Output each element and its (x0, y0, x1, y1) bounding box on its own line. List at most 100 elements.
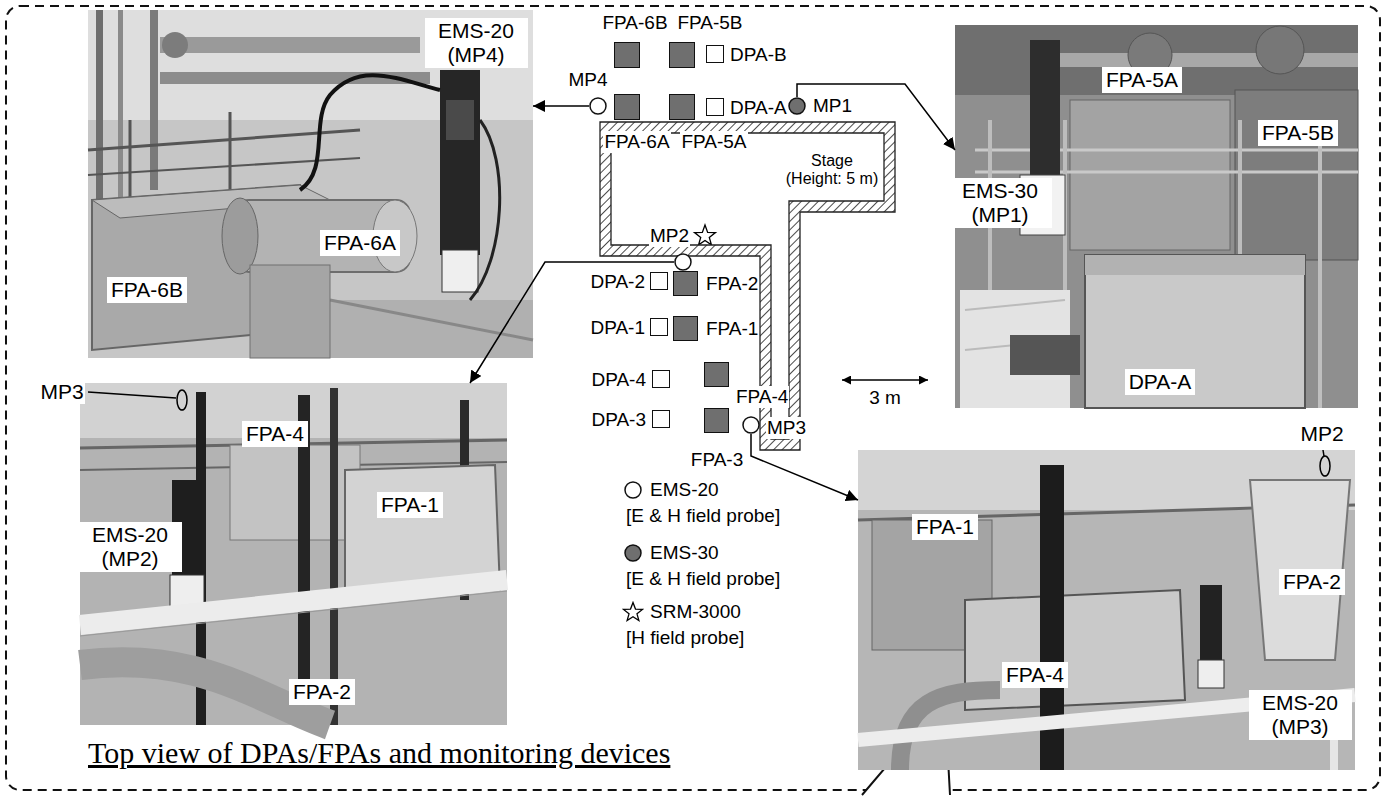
photo-label: FPA-2 (1279, 569, 1345, 595)
photo-panel: MP3FPA-4EMS-20 (MP2)FPA-1FPA-2 (80, 383, 507, 725)
photo-fpa12 (88, 392, 176, 398)
unit-label: FPA-5B (676, 12, 743, 34)
unit-label: DPA-2 (589, 271, 646, 293)
legend-symbol (622, 479, 644, 501)
unit-label: FPA-6B (601, 12, 668, 34)
photo-fpa5 (1235, 90, 1358, 260)
legend-text: EMS-30 (650, 542, 719, 564)
photo-label: FPA-2 (289, 679, 355, 705)
scale-label: 3 m (868, 387, 902, 409)
photo-fpa6 (222, 198, 258, 274)
photo-fpa5 (1070, 100, 1230, 250)
unit-label: DPA-3 (590, 409, 647, 431)
photo-fpa6 (88, 10, 533, 358)
probe-circle (743, 417, 759, 433)
unit-label: DPA-1 (589, 317, 646, 339)
unit-label: FPA-4 (735, 386, 789, 408)
photo-panel: MP2FPA-1FPA-2EMS-20 (MP3)FPA-4 (858, 450, 1355, 770)
monitor-point: MP2 (674, 253, 692, 271)
unit-label: FPA-6A (603, 131, 670, 153)
photo-fpa6 (129, 120, 132, 200)
probe-circle (788, 97, 806, 115)
dpa-square: DPA-A (706, 98, 724, 116)
legend-symbol (622, 601, 644, 623)
photo-fpa6 (88, 10, 533, 358)
photo-fpa12 (80, 591, 507, 636)
scale-arrow (842, 379, 928, 381)
photo-fpa6 (446, 100, 474, 140)
unit-label: MP1 (812, 95, 853, 117)
unit-label: MP3 (766, 417, 807, 439)
fpa-square: FPA-5A (669, 94, 695, 120)
photo-fpa6 (442, 250, 478, 292)
legend-text: SRM-3000 (650, 601, 741, 623)
legend-text: EMS-20 (650, 479, 719, 501)
photo-label: FPA-1 (377, 492, 443, 518)
fpa-square: FPA-6A (614, 94, 640, 120)
fpa-square: FPA-5B (669, 42, 695, 68)
photo-label: FPA-5A (1102, 67, 1182, 93)
monitor-point: MP1 (788, 97, 806, 115)
photo-panel: EMS-20 (MP4) FPA-6B FPA-6A (88, 10, 533, 358)
legend-text: [E & H field probe] (626, 505, 780, 527)
photo-fpa12 (230, 445, 360, 540)
unit-label: MP4 (567, 69, 608, 91)
unit-label: FPA-5A (680, 131, 747, 153)
photo-fpa14 (1320, 456, 1330, 476)
photo-label: MP2 (1299, 422, 1344, 446)
photo-fpa6 (440, 70, 480, 255)
stage-label: Stage (Height: 5 m) (782, 152, 882, 189)
photo-fpa5 (1085, 255, 1305, 275)
unit-label: FPA-3 (690, 449, 744, 471)
photo-fpa6 (250, 265, 330, 358)
fpa-square: FPA-1 (673, 316, 698, 341)
photo-label: EMS-20 (MP4) (425, 18, 528, 68)
photo-fpa5 (955, 25, 1358, 95)
dpa-square: DPA-B (706, 45, 724, 63)
photo-label: FPA-4 (242, 421, 308, 447)
legend-symbol (625, 545, 641, 561)
fpa-square: FPA-6B (614, 42, 640, 68)
photo-fpa5 (1060, 53, 1358, 67)
fpa-square: FPA-2 (673, 271, 698, 296)
legend-text: [H field probe] (626, 627, 744, 649)
dashed-frame (6, 6, 1380, 790)
probe-circle (675, 254, 691, 270)
probe-circle (589, 97, 607, 115)
photo-fpa12 (330, 388, 338, 725)
dpa-square: DPA-4 (652, 370, 670, 388)
photo-fpa14 (858, 450, 1355, 770)
photo-fpa5 (1010, 335, 1080, 375)
connector-arrow (797, 84, 955, 150)
fpa-square: FPA-3 (704, 408, 729, 433)
monitor-point: MP3 (742, 416, 760, 434)
monitor-point: MP4 (589, 97, 607, 115)
photo-fpa6 (162, 32, 188, 58)
photo-fpa14 (1250, 480, 1350, 660)
dpa-square: DPA-3 (652, 410, 670, 428)
connector-arrow (533, 105, 589, 107)
photo-fpa14 (1200, 585, 1222, 665)
photo-fpa5 (1030, 40, 1060, 175)
probe-circle (674, 253, 692, 271)
unit-label: DPA-B (729, 44, 788, 66)
probe-circle (789, 98, 805, 114)
photo-fpa5 (1256, 26, 1304, 74)
photo-label: FPA-6B (107, 277, 187, 303)
photo-fpa6 (470, 120, 500, 300)
photo-fpa14 (1323, 450, 1324, 456)
unit-label: FPA-1 (705, 318, 759, 340)
photo-fpa5 (965, 300, 1065, 310)
probe-circle (742, 416, 760, 434)
legend-symbol (625, 482, 641, 498)
photo-label: FPA-6A (320, 230, 400, 256)
unit-label: FPA-2 (705, 273, 759, 295)
photo-fpa12 (80, 580, 507, 625)
srm-star (695, 225, 716, 245)
photo-fpa6 (118, 10, 123, 210)
photo-fpa6 (150, 10, 158, 190)
photo-label: MP3 (39, 380, 84, 404)
figure-caption: Top view of DPAs/FPAs and monitoring dev… (88, 736, 670, 771)
